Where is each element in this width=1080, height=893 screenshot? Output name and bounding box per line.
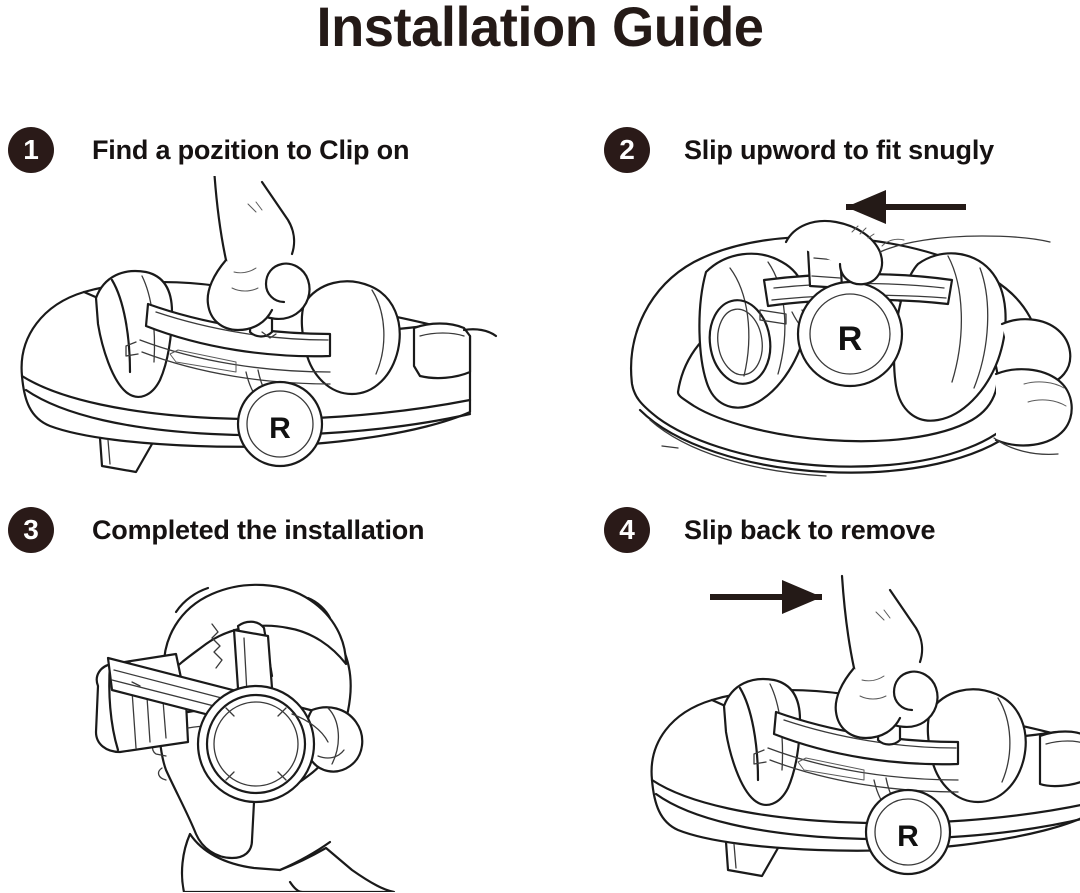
right-channel-marking-2: R [838, 320, 863, 358]
step-illustration-4: R [616, 554, 1080, 884]
step-number-badge-1: 1 [8, 127, 54, 173]
arrow-right-icon [710, 580, 822, 614]
step-label-1: Find a pozition to Clip on [92, 134, 410, 165]
step-header-3: 3 Completed the installation [0, 498, 425, 562]
step-panel-1: 1 Find a pozition to Clip on [0, 118, 540, 498]
vr-headset-front-slide-drawing: R [630, 190, 1073, 477]
step-panel-3: 3 Completed the installation [0, 498, 540, 893]
step-header-1: 1 Find a pozition to Clip on [0, 118, 409, 182]
step-number-badge-2: 2 [604, 127, 650, 173]
step-number-badge-3: 3 [8, 507, 54, 553]
right-channel-marking-1: R [269, 412, 291, 445]
step-label-4: Slip back to remove [684, 514, 936, 545]
step-label-3: Completed the installation [92, 514, 425, 545]
step-header-4: 4 Slip back to remove [596, 498, 935, 562]
vr-headset-clip-on-drawing: R [20, 176, 498, 474]
right-channel-marking-4: R [897, 820, 919, 853]
step-panel-4: 4 Slip back to remove [596, 498, 1080, 893]
page-title: Installation Guide [316, 0, 764, 58]
step-illustration-1: R [0, 176, 500, 486]
vr-headset-slide-back-drawing: R [650, 574, 1080, 878]
person-wearing-headset-drawing [94, 583, 396, 892]
step-illustration-3 [84, 552, 424, 892]
step-panel-2: 2 Slip upword to fit snugly [596, 118, 1080, 498]
step-header-2: 2 Slip upword to fit snugly [596, 118, 994, 182]
arrow-left-icon [846, 190, 966, 224]
step-label-2: Slip upword to fit snugly [684, 134, 994, 165]
step-illustration-2: R [596, 176, 1080, 496]
step-number-badge-4: 4 [604, 507, 650, 553]
